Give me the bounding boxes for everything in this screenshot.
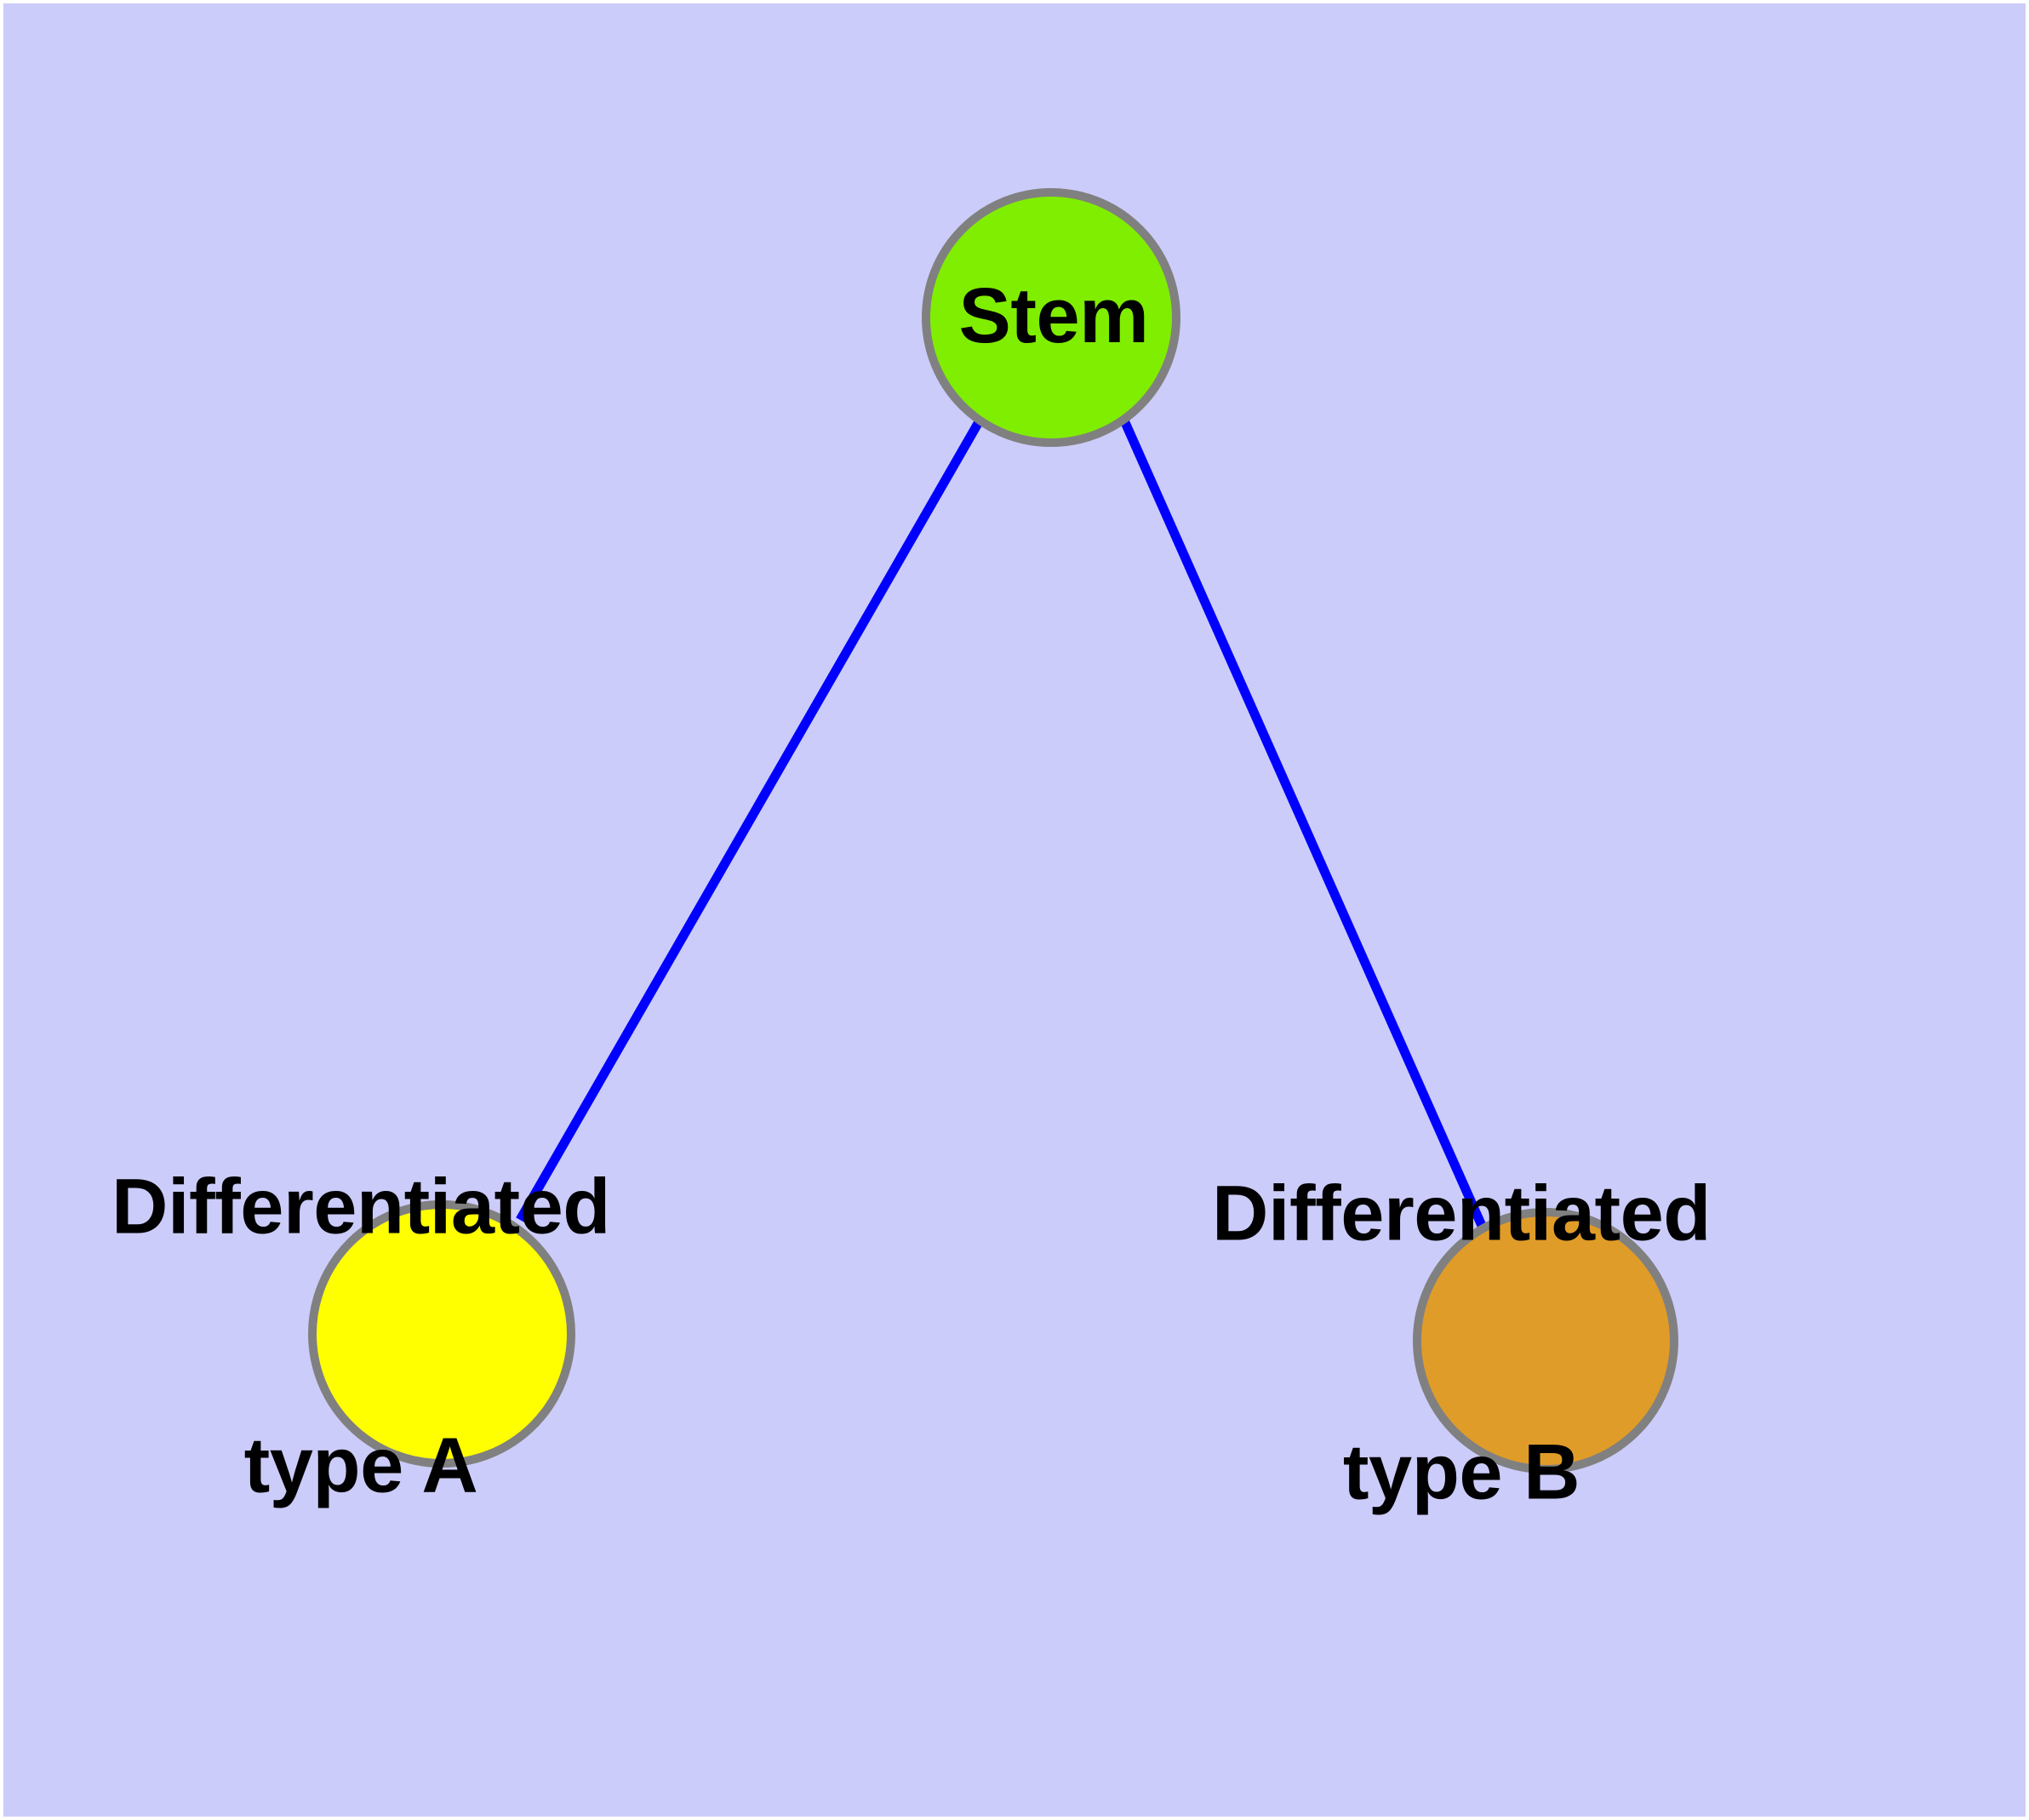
node-differentiated-type-a[interactable] — [308, 1200, 575, 1468]
edges-layer — [516, 418, 1488, 1230]
node-differentiated-type-b[interactable] — [1413, 1208, 1678, 1474]
nodes-layer — [308, 188, 1678, 1474]
node-stem[interactable] — [922, 188, 1180, 447]
edge-stem-diff-a[interactable] — [516, 418, 984, 1222]
edge-stem-diff-b[interactable] — [1119, 418, 1488, 1230]
